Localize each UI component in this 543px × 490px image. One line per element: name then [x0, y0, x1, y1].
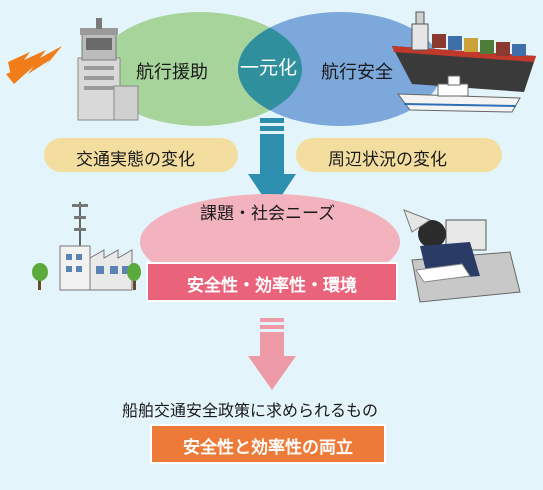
signal-icon: [6, 46, 62, 84]
traffic-change-label: 交通実態の変化: [76, 150, 195, 170]
integration-diagram: [6, 11, 536, 126]
tree-icon: [32, 263, 141, 290]
navigation-safety-label: 航行安全: [321, 62, 393, 83]
navigation-aid-ellipse: [98, 12, 302, 126]
needs-box: [146, 262, 398, 302]
result-box: [150, 424, 386, 464]
integration-label: 一元化: [240, 57, 298, 79]
factory-icon: [59, 202, 133, 291]
needs-title: 課題・社会ニーズ: [200, 204, 336, 224]
down-arrow-teal: [248, 118, 296, 210]
policy-caption: 船舶交通安全政策に求められるもの: [122, 401, 379, 420]
patrol-boat-icon: [396, 75, 521, 113]
result-box-label: 安全性と効率性の両立: [183, 438, 353, 458]
down-arrow-pink: [248, 318, 296, 390]
traffic-change-banner: [44, 138, 238, 172]
ship-icon: [392, 11, 536, 92]
lighthouse-icon: [77, 18, 139, 121]
needs-box-label: 安全性・効率性・環境: [187, 276, 357, 296]
navigation-aid-label: 航行援助: [136, 62, 208, 83]
environment-change-label: 周辺状況の変化: [328, 150, 447, 170]
environment-change-banner: [296, 138, 502, 172]
navigation-safety-ellipse: [238, 12, 442, 126]
office-worker-icon: [403, 209, 521, 303]
